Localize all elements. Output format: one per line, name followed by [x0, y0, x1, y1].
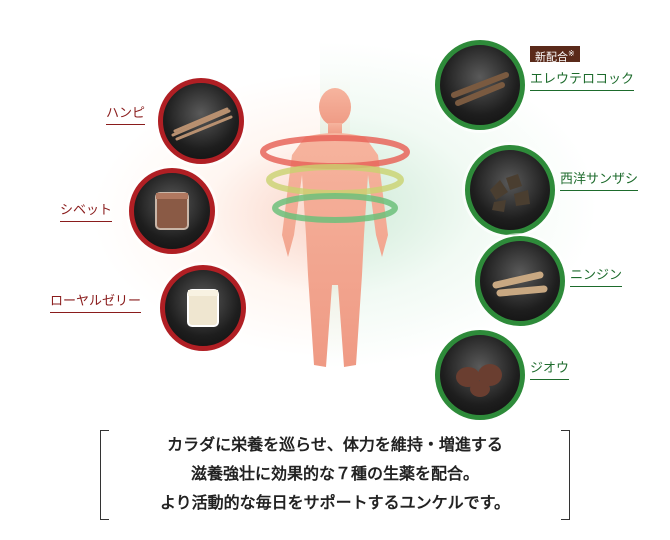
hampi-photo — [158, 78, 244, 164]
ingredient-label-ginseng: ニンジン — [570, 268, 623, 287]
eleutherococcus-photo — [435, 40, 525, 130]
ingredient-label-royal-jelly: ローヤルゼリー — [50, 294, 142, 313]
rehmannia-photo — [435, 330, 525, 420]
ingredient-label-civet: シベット — [60, 203, 113, 222]
message-line-2: 滋養強壮に効果的な７種の生薬を配合。 — [190, 464, 479, 483]
ingredient-label-hawthorn: 西洋サンザシ — [560, 172, 639, 191]
badge-text: 新配合 — [535, 50, 568, 64]
royal-jelly-photo — [160, 265, 246, 351]
ingredient-label-hampi: ハンピ — [106, 106, 146, 125]
product-message: カラダに栄養を巡らせ、体力を維持・増進する 滋養強壮に効果的な７種の生薬を配合。… — [100, 430, 570, 520]
hawthorn-photo — [465, 145, 555, 235]
ginseng-photo — [475, 236, 565, 326]
bracket-left — [100, 430, 109, 520]
message-line-3: より活動的な毎日をサポートするユンケルです。 — [159, 493, 511, 512]
badge-mark: ※ — [568, 49, 575, 58]
ingredient-label-eleutherococcus: エレウテロコック — [530, 72, 635, 91]
civet-photo — [129, 168, 215, 254]
message-line-1: カラダに栄養を巡らせ、体力を維持・増進する — [167, 435, 503, 454]
circulation-rings — [260, 135, 410, 223]
new-formula-badge: 新配合※ — [530, 46, 580, 64]
ingredient-label-rehmannia: ジオウ — [530, 361, 570, 380]
bracket-right — [561, 430, 570, 520]
